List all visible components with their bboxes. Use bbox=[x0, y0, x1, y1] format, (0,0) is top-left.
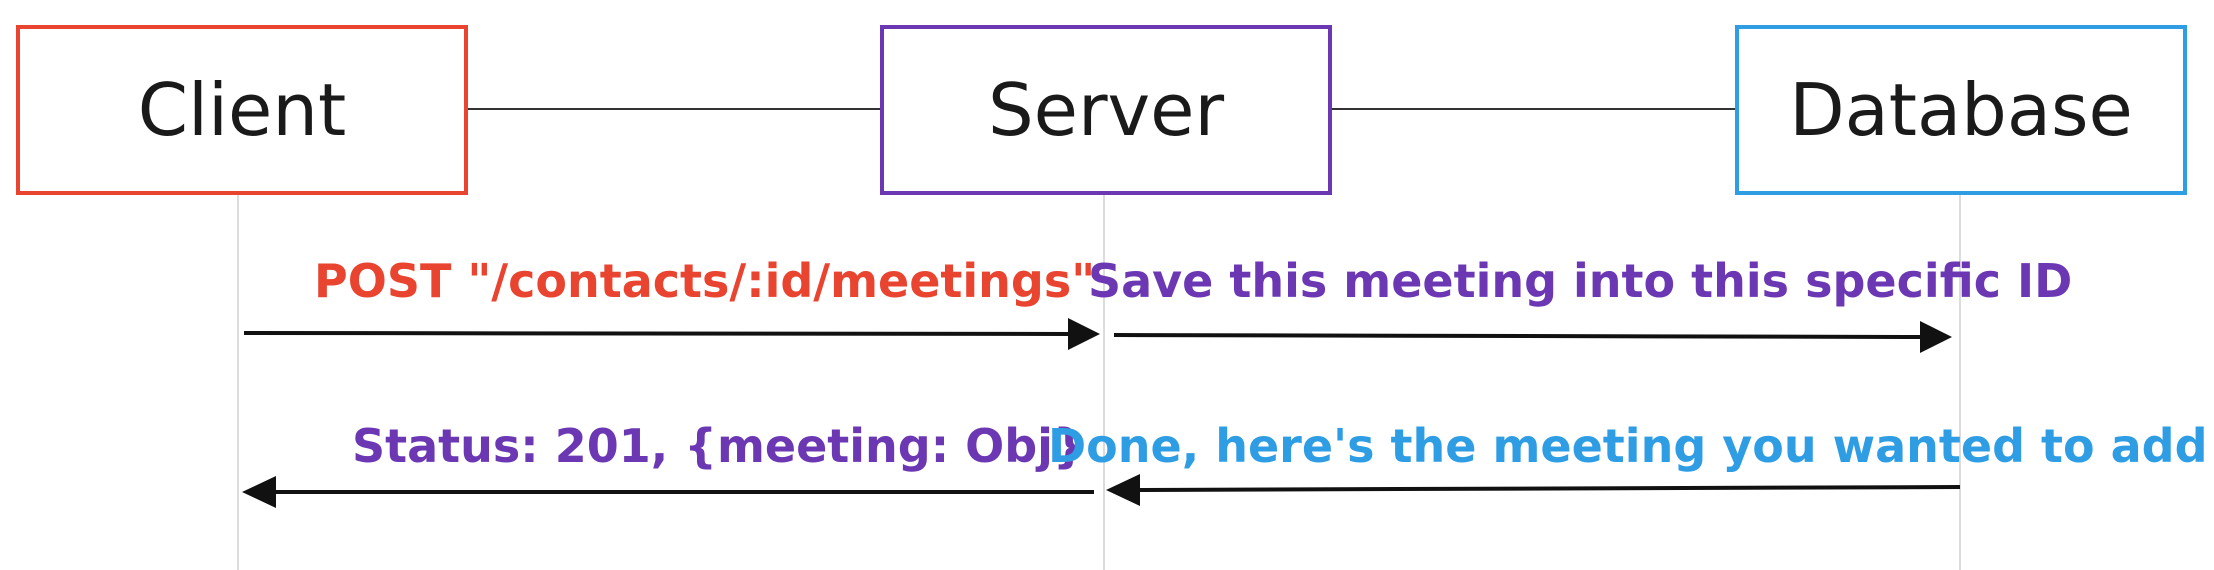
arrow-server-to-client bbox=[242, 476, 1094, 508]
database-label: Database bbox=[1789, 68, 2133, 152]
arrow-database-to-server bbox=[1106, 474, 1961, 506]
message-label-done: Done, here's the meeting you wanted to a… bbox=[1048, 419, 2208, 473]
arrow-server-to-database bbox=[1113, 321, 1952, 353]
client-label: Client bbox=[137, 68, 347, 152]
message-label-post: POST "/contacts/:id/meetings" bbox=[314, 254, 1096, 308]
message-label-status: Status: 201, {meeting: Obj} bbox=[352, 419, 1086, 473]
message-label-save: Save this meeting into this specific ID bbox=[1088, 254, 2073, 308]
database-box: Database bbox=[1735, 25, 2187, 195]
server-label: Server bbox=[987, 68, 1225, 152]
client-box: Client bbox=[16, 25, 468, 195]
server-box: Server bbox=[880, 25, 1332, 195]
arrow-client-to-server bbox=[243, 318, 1100, 350]
